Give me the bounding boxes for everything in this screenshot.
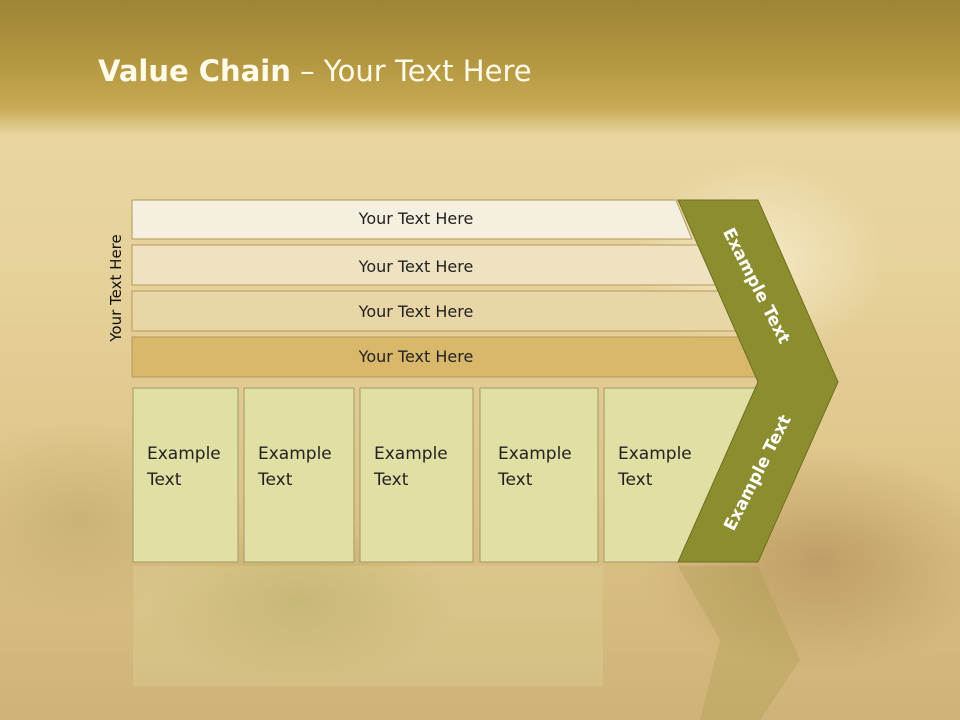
box-3 — [359, 387, 474, 563]
row-label-4: Your Text Here — [358, 347, 474, 366]
chevron-arrow — [677, 199, 839, 563]
row-label-2: Your Text Here — [358, 257, 474, 276]
boxes-reflection — [133, 566, 603, 686]
row-label-1: Your Text Here — [358, 209, 474, 228]
box-2 — [243, 387, 355, 563]
row-bar-1 — [131, 199, 693, 240]
row-label-3: Your Text Here — [358, 302, 474, 321]
box-4 — [479, 387, 599, 563]
box-1 — [132, 387, 239, 563]
chevron-reflection — [678, 566, 800, 720]
title-band — [0, 0, 960, 135]
slide-title: Value Chain – Your Text Here — [98, 54, 532, 88]
